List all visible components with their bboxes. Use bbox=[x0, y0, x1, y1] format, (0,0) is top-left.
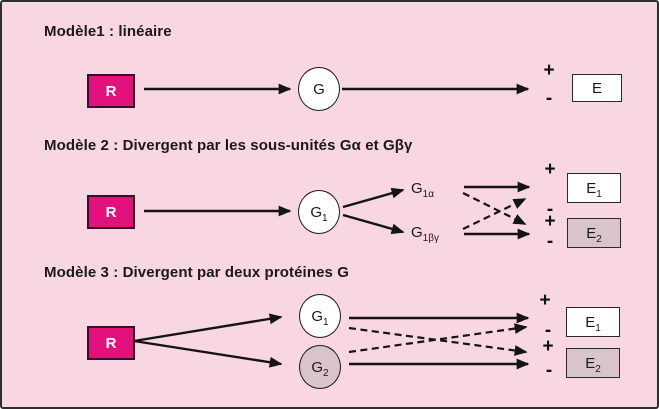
model3-e2-plus-sign: + bbox=[542, 336, 554, 357]
model3-g2-protein-label: G2 bbox=[311, 358, 329, 379]
model3-g1-protein-node: G1 bbox=[299, 294, 341, 338]
model2-galpha-subunit-label: G1α bbox=[411, 180, 435, 200]
model2-g1-protein-node: G1 bbox=[298, 190, 340, 234]
model3-g2-protein-node: G2 bbox=[299, 345, 341, 389]
model2-effector2-box: E2 bbox=[567, 218, 621, 248]
m3-dashed-arrow-g1-to-e2 bbox=[348, 326, 528, 356]
model3-receptor-label: R bbox=[105, 334, 117, 352]
model2-e1-plus-sign: + bbox=[544, 159, 556, 180]
model2-e2-plus-sign: + bbox=[544, 211, 556, 232]
model3-e1-minus-sign: - bbox=[544, 320, 552, 341]
model2-effector1-box: E1 bbox=[567, 173, 621, 203]
m2-dashed-arrow-galpha-to-e2 bbox=[462, 192, 527, 225]
model3-receptor-box: R bbox=[87, 326, 135, 360]
model1-receptor-box: R bbox=[87, 74, 135, 108]
model1-g-protein-node: G bbox=[298, 67, 340, 111]
model2-e2-minus-sign: - bbox=[546, 231, 554, 252]
model1-plus-sign: + bbox=[543, 60, 555, 81]
model3-effector1-box: E1 bbox=[566, 307, 620, 337]
m3-arrow-r-to-g2 bbox=[133, 339, 283, 368]
model2-title: Modèle 2 : Divergent par les sous-unités… bbox=[44, 137, 413, 154]
model1-receptor-label: R bbox=[105, 82, 117, 100]
m2-arrow-g1-to-gbetagamma bbox=[342, 213, 405, 235]
m2-arrow-g1-to-galpha bbox=[342, 187, 405, 209]
model2-effector2-label: E2 bbox=[586, 224, 602, 245]
model1-effector-label: E bbox=[591, 79, 602, 97]
model3-effector2-box: E2 bbox=[566, 348, 620, 378]
model2-g1-protein-label: G1 bbox=[310, 203, 328, 224]
model2-receptor-label: R bbox=[105, 203, 117, 221]
m2-dashed-arrow-gbetagamma-to-e1 bbox=[462, 198, 527, 230]
model2-effector1-label: E1 bbox=[586, 179, 602, 200]
m3-dashed-arrow-g2-to-e1 bbox=[348, 323, 528, 354]
model3-g1-protein-label: G1 bbox=[311, 307, 329, 328]
model2-gbetagamma-subunit-label: G1βγ bbox=[411, 224, 439, 244]
model3-effector2-label: E2 bbox=[585, 354, 601, 375]
model3-title: Modèle 3 : Divergent par deux protéines … bbox=[44, 264, 350, 281]
model1-title: Modèle1 : linéaire bbox=[44, 23, 172, 40]
model3-effector1-label: E1 bbox=[585, 313, 601, 334]
model3-e2-minus-sign: - bbox=[545, 360, 553, 381]
model1-effector-box: E bbox=[572, 74, 622, 102]
model2-receptor-box: R bbox=[87, 195, 135, 229]
model1-minus-sign: - bbox=[545, 88, 553, 109]
model3-e1-plus-sign: + bbox=[539, 290, 551, 311]
m3-arrow-r-to-g1 bbox=[133, 313, 283, 343]
model1-g-protein-label: G bbox=[313, 80, 325, 98]
model2-e1-minus-sign: - bbox=[546, 199, 554, 220]
